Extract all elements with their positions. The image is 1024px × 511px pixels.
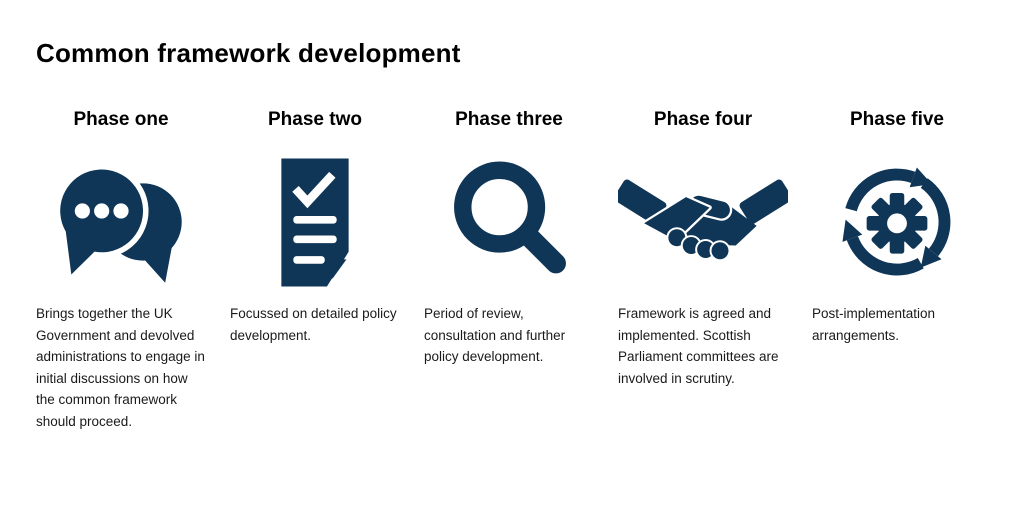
phase-column-one: Phase one Brings together the UK Governm… — [36, 109, 206, 432]
phase-heading: Phase three — [455, 109, 563, 130]
phase-description: Framework is agreed and implemented. Sco… — [618, 306, 779, 386]
magnifying-glass-icon — [454, 161, 566, 273]
page-title: Common framework development — [36, 38, 461, 68]
phase-description: Period of review, consultation and furth… — [424, 306, 566, 364]
phase-column-five: Phase five — [812, 109, 982, 432]
phase-icon-wrap — [424, 143, 594, 301]
phase-icon-wrap — [618, 143, 788, 301]
phase-grid: Phase one Brings together the UK Governm… — [36, 109, 1024, 432]
phase-description: Brings together the UK Government and de… — [36, 306, 205, 429]
phase-heading: Phase four — [653, 109, 753, 130]
phase-icon-wrap — [230, 143, 400, 301]
phase-heading: Phase five — [850, 109, 944, 130]
phase-heading: Phase one — [73, 109, 169, 130]
phase-heading: Phase two — [268, 109, 362, 130]
handshake-icon — [618, 179, 788, 262]
phase-column-two: Phase two Focussed on detailed policy de… — [230, 109, 400, 432]
process-cycle-gear-icon — [842, 167, 951, 276]
phase-description: Focussed on detailed policy development. — [230, 306, 397, 343]
document-checklist-icon — [281, 158, 349, 286]
phase-column-four: Phase four — [618, 109, 788, 432]
phase-icon-wrap — [812, 143, 982, 301]
chat-bubbles-icon — [54, 163, 182, 283]
phase-description: Post-implementation arrangements. — [812, 306, 936, 343]
phase-icon-wrap — [36, 143, 206, 301]
phase-column-three: Phase three Period of review, consultati… — [424, 109, 594, 432]
